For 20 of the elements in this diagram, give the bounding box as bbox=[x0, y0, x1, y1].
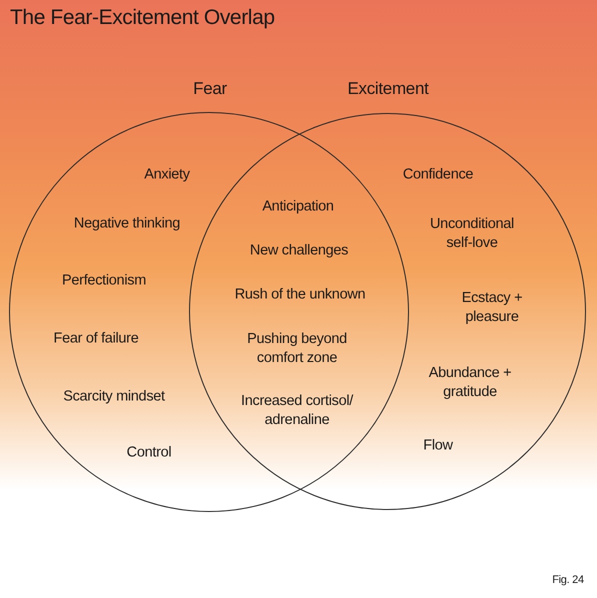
circle-item: Ecstacy + pleasure bbox=[460, 289, 524, 327]
title: The Fear-Excitement Overlap bbox=[10, 6, 275, 30]
circle-heading: Fear bbox=[192, 78, 228, 100]
figure-number: Fig. 24 bbox=[551, 572, 585, 588]
circle-item: Unconditional self-love bbox=[429, 215, 515, 253]
circle-item: Confidence bbox=[402, 166, 474, 184]
circle-item: Abundance + gratitude bbox=[428, 364, 512, 402]
circle-item: Scarcity mindset bbox=[62, 388, 166, 406]
circle-item: Anxiety bbox=[143, 166, 191, 184]
overlap-item: New challenges bbox=[248, 242, 350, 260]
circle-item: Control bbox=[126, 444, 172, 462]
circle-heading: Excitement bbox=[346, 78, 430, 100]
circle-item: Flow bbox=[422, 436, 454, 456]
circle-item: Fear of failure bbox=[52, 330, 140, 348]
overlap-item: Rush of the unknown bbox=[234, 286, 366, 304]
overlap-item: Increased cortisol/ adrenaline bbox=[240, 392, 354, 430]
circle-item: Negative thinking bbox=[72, 214, 182, 234]
overlap-item: Pushing beyond comfort zone bbox=[246, 330, 348, 368]
overlap-item: Anticipation bbox=[261, 198, 335, 216]
circle-item: Perfectionism bbox=[61, 272, 147, 290]
